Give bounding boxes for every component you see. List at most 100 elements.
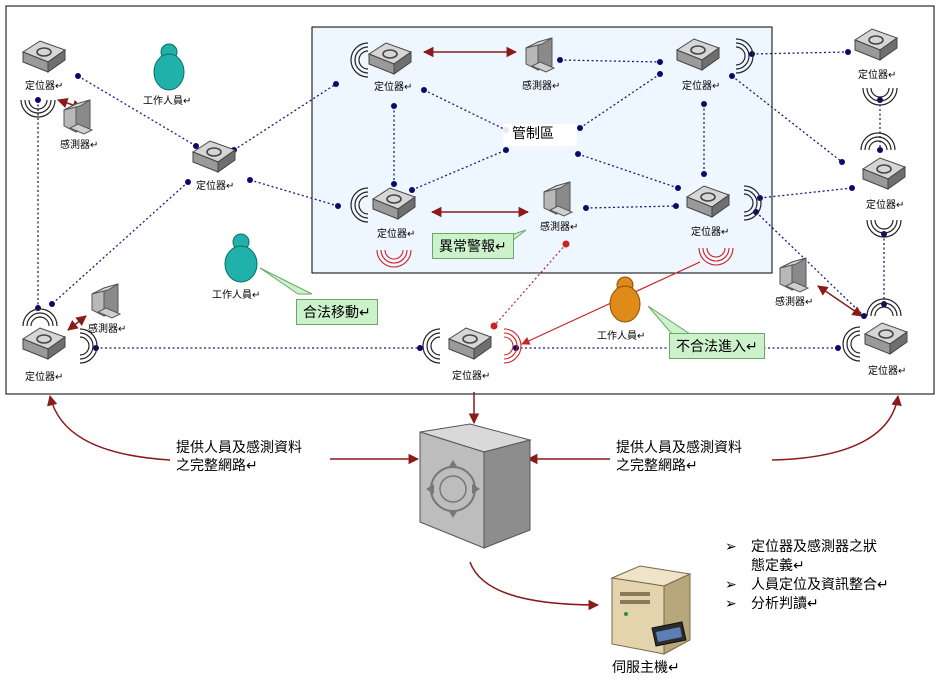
signal-wave-icon [874,306,894,317]
switch-icon [419,423,532,549]
illegal-entry-callout: 不合法進入↵ [669,333,765,359]
signal-wave-icon [20,99,56,118]
network-link [759,187,853,199]
locator-label: 定位器↵ [25,81,64,92]
worker-label: 工作人員↵ [143,96,192,107]
alert-wave-icon [698,247,734,266]
signal-wave-icon [30,316,50,327]
locator-label: 定位器↵ [374,82,413,93]
signal-wave-icon [24,99,52,114]
link-node-dot [193,143,199,149]
signal-wave-icon [350,42,369,78]
link-node-dot [657,71,663,77]
signal-wave-icon [26,312,54,327]
locator-label: 定位器↵ [868,366,907,377]
link-node-dot [877,147,883,153]
link-node-dot [557,57,563,63]
signal-wave-icon [743,189,758,217]
locator-label: 定位器↵ [452,371,491,382]
signal-wave-icon [354,46,369,74]
signal-wave-icon [735,38,754,74]
network-arrows [47,392,902,611]
locator-label: 定位器↵ [691,227,730,238]
network-text-right-line2: 之完整網路↵ [616,458,698,474]
link-node-dot [35,97,41,103]
signal-wave-icon [743,185,762,221]
signal-wave-icon [866,87,894,102]
alert-wave-icon [380,249,408,264]
alert-wave-icon [706,247,726,258]
signal-wave-icon [743,193,754,213]
link-node-dot [881,301,887,307]
arrow-bullet-icon: ➢ [725,539,737,555]
feature-list: ➢定位器及感測器之狀 態定義↵ ➢人員定位及資訊整合↵ ➢分析判讀↵ [725,538,889,614]
link-node-dot [575,151,581,157]
link-node-dot [835,345,841,351]
alarm-dot [490,322,498,330]
locator-label: 定位器↵ [196,181,235,192]
signal-wave-icon [735,42,750,70]
link-node-dot [701,101,707,107]
feature-item-continuation: 態定義↵ [751,558,805,574]
signal-wave-icon [422,328,441,364]
signal-wave-icon [842,326,861,362]
signal-wave-icon [28,99,48,110]
network-link [411,149,507,191]
locator-label: 定位器↵ [858,70,897,81]
network-link [585,205,677,209]
worker-icon-middle [224,233,258,283]
zone-label-bg [503,124,577,146]
worker-label: 工作人員↵ [212,290,261,301]
locator-label: 定位器↵ [682,81,721,92]
locator-label: 定位器↵ [866,200,905,211]
signal-wave-icon [870,219,898,234]
link-node-dot [877,97,883,103]
worker-icon-top [153,43,185,91]
link-node-dot [75,73,81,79]
signal-wave-icon [22,308,58,327]
link-node-dot [391,181,397,187]
network-link [249,179,339,207]
network-link [51,181,189,305]
worker-label: 工作人員↵ [597,331,646,342]
network-text-left-line1: 提供人員及感測資料 [176,440,302,456]
link-node-dot [657,59,663,65]
signal-wave-icon [850,334,861,354]
link-node-dot [333,81,339,87]
server-label: 伺服主機↵ [612,660,680,676]
signal-wave-icon [426,332,441,360]
link-node-dot [701,171,707,177]
signal-wave-icon [860,132,896,151]
bidirectional-arrow [67,315,87,331]
link-node-dot [729,73,735,79]
sensor-label: 感測器↵ [60,140,99,151]
signal-wave-icon [874,219,894,230]
network-text-right-line1: 提供人員及感測資料 [616,440,742,456]
sensor-label: 感測器↵ [540,222,579,233]
sensor-label: 感測器↵ [522,81,561,92]
link-node-dot [49,301,55,307]
alarm-dot [562,240,570,248]
network-link [77,75,197,147]
server-icon [610,565,692,655]
alert-wave-icon [503,336,514,356]
link-node-dot [583,205,589,211]
link-node-dot [503,147,509,153]
link-node-dot [839,159,845,165]
worker-icon-intruder [609,276,641,323]
signal-wave-icon [870,87,890,98]
locator-label: 定位器↵ [25,372,64,383]
signal-wave-icon [354,191,369,219]
signal-wave-icon [430,336,441,356]
signal-wave-icon [358,195,369,215]
link-node-dot [673,203,679,209]
bidirectional-arrow [817,285,863,317]
signal-wave-icon [358,50,369,70]
legal-move-callout: 合法移動↵ [296,299,378,325]
signal-wave-icon [735,46,746,66]
signal-wave-icon [866,298,902,317]
link-node-dot [421,87,427,93]
network-link [423,89,507,131]
